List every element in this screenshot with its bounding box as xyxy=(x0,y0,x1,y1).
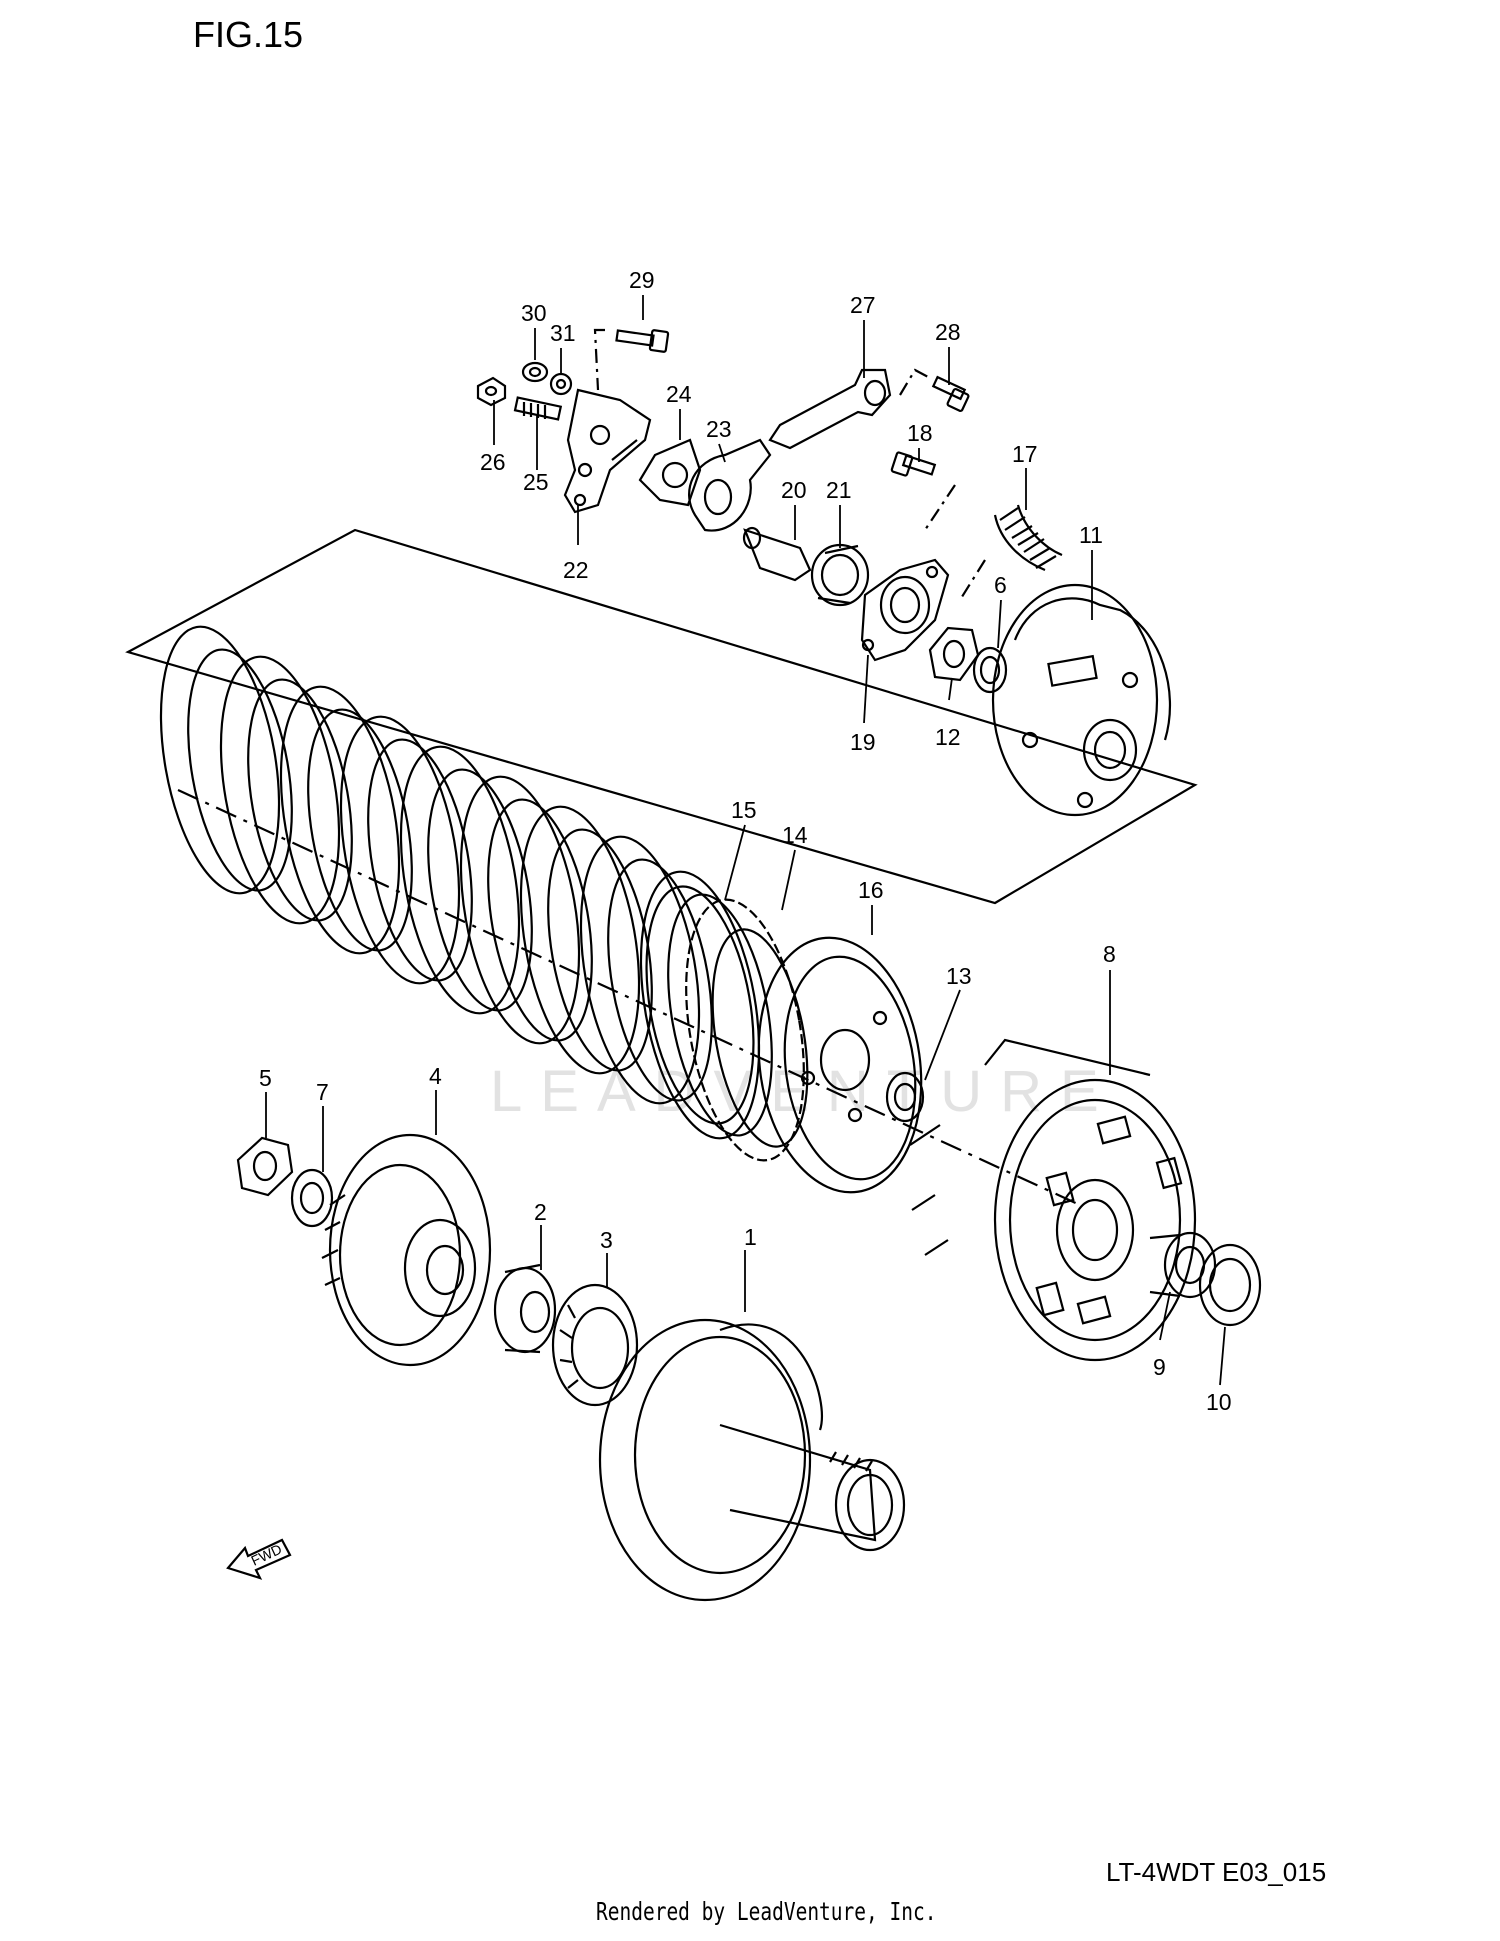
leader-line-22 xyxy=(593,328,605,391)
part-19-release-plate xyxy=(860,558,950,662)
part-label-2: 2 xyxy=(534,1199,547,1225)
part-8-primary-driven-gear-housing xyxy=(909,1038,1197,1362)
part-label-27: 27 xyxy=(850,292,876,318)
assembly-outline-box xyxy=(125,528,1198,905)
clutch-plate-stack xyxy=(159,625,773,1140)
part-10-thrust-washer xyxy=(1198,1243,1262,1327)
part-label-9: 9 xyxy=(1153,1354,1166,1380)
part-label-17: 17 xyxy=(1012,441,1038,467)
part-13-washer xyxy=(885,1071,925,1123)
part-label-18: 18 xyxy=(907,420,933,446)
part-label-8: 8 xyxy=(1103,941,1116,967)
part-label-6: 6 xyxy=(994,572,1007,598)
part-7-washer xyxy=(290,1168,334,1228)
part-label-3: 3 xyxy=(600,1227,613,1253)
figure-title: FIG.15 xyxy=(193,14,304,55)
leader-line-18 xyxy=(924,484,956,531)
part-label-31: 31 xyxy=(550,320,576,346)
part-label-1: 1 xyxy=(744,1224,757,1250)
part-label-16: 16 xyxy=(858,877,884,903)
part-26-nut xyxy=(476,376,507,407)
part-label-15: 15 xyxy=(731,797,757,823)
leader-lines xyxy=(265,295,1226,1386)
part-label-14: 14 xyxy=(782,822,808,848)
part-23-release-cam xyxy=(688,438,772,532)
part-18-bolt xyxy=(890,451,937,477)
part-label-7: 7 xyxy=(316,1079,329,1105)
part-label-22: 22 xyxy=(563,557,589,583)
part-12-nut xyxy=(928,626,980,682)
part-label-21: 21 xyxy=(826,477,852,503)
part-15-seat-washer xyxy=(645,885,755,1125)
part-label-4: 4 xyxy=(429,1063,442,1089)
part-label-28: 28 xyxy=(935,319,961,345)
part-labels: 1 2 3 4 5 6 7 8 9 10 11 12 13 14 15 16 1… xyxy=(259,267,1232,1415)
part-1-clutch-housing-primary-gear xyxy=(598,1318,906,1602)
part-30-nut xyxy=(521,361,549,383)
part-31-washer xyxy=(549,372,573,396)
part-22-release-bracket xyxy=(563,388,652,514)
part-20-release-pin xyxy=(742,526,812,582)
part-label-24: 24 xyxy=(666,381,692,407)
part-label-19: 19 xyxy=(850,729,876,755)
part-label-10: 10 xyxy=(1206,1389,1232,1415)
part-11-clutch-sleeve-hub xyxy=(991,583,1172,817)
leader-line-17 xyxy=(959,559,986,601)
leader-line-28 xyxy=(899,368,931,396)
part-label-30: 30 xyxy=(521,300,547,326)
part-28-bolt xyxy=(931,375,970,412)
part-14-wave-plate xyxy=(685,898,809,1162)
part-label-11: 11 xyxy=(1079,522,1103,548)
part-label-25: 25 xyxy=(523,469,549,495)
axis-dash-line xyxy=(177,789,1081,1206)
part-24-gasket xyxy=(638,438,702,507)
forward-direction-arrow-icon: FWD xyxy=(226,1538,292,1580)
part-29-bolt xyxy=(615,329,670,353)
part-label-20: 20 xyxy=(781,477,807,503)
part-label-13: 13 xyxy=(946,963,972,989)
part-2-spacer xyxy=(493,1263,557,1354)
part-6-washer xyxy=(972,646,1008,694)
part-label-12: 12 xyxy=(935,724,961,750)
part-3-one-way-clutch xyxy=(551,1283,639,1407)
part-label-5: 5 xyxy=(259,1065,272,1091)
part-label-23: 23 xyxy=(706,416,732,442)
rendered-by-credit: Rendered by LeadVenture, Inc. xyxy=(596,1897,937,1926)
model-code: LT-4WDT E03_015 xyxy=(1106,1857,1327,1887)
part-21-bearing xyxy=(810,543,870,607)
part-label-26: 26 xyxy=(480,449,506,475)
part-label-29: 29 xyxy=(629,267,655,293)
part-27-release-arm xyxy=(768,368,892,450)
part-25-stud xyxy=(513,396,563,421)
part-16-pressure-plate xyxy=(757,936,923,1194)
part-4-centrifugal-clutch-shoe-assembly xyxy=(321,1133,492,1367)
part-17-clutch-spring xyxy=(993,504,1063,572)
part-5-nut xyxy=(236,1136,294,1197)
